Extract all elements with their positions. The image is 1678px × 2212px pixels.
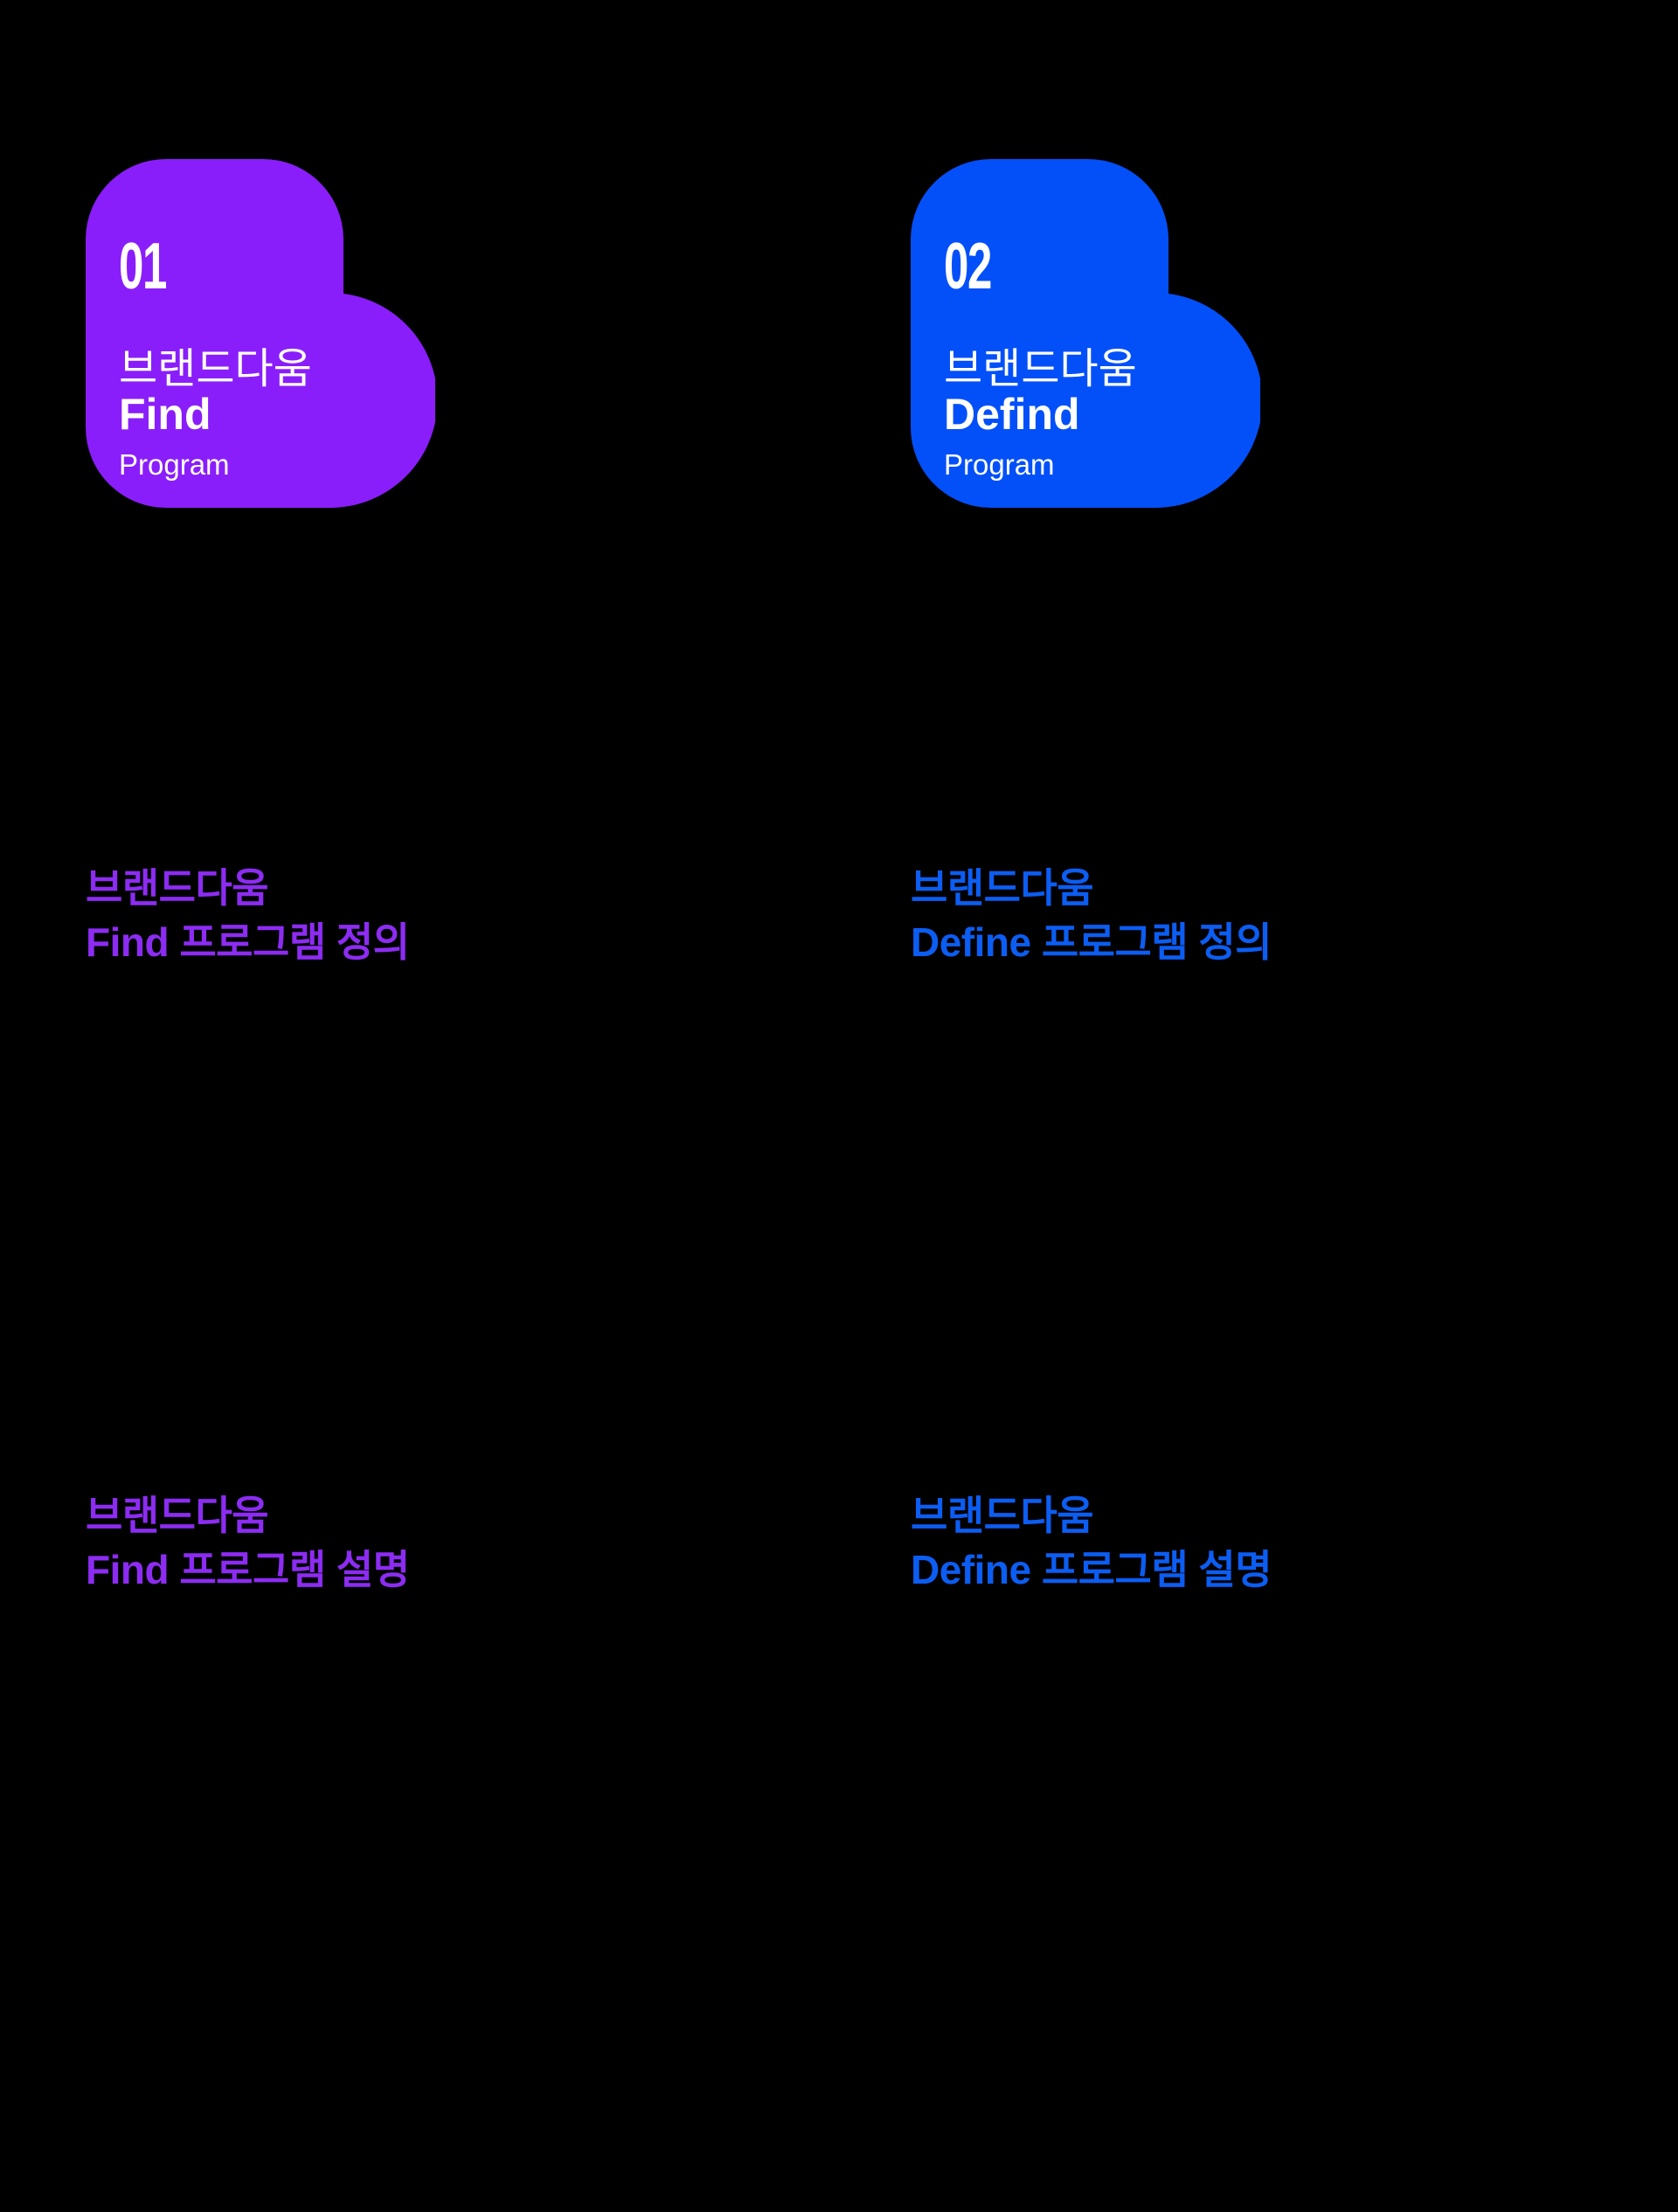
blob-path-define [911,159,1260,508]
blob-shape-define [911,159,1260,508]
heading-find-definition: 브랜드다움 Find 프로그램 정의 [86,861,410,969]
card-subtitle: Program [119,448,230,481]
heading-line2: Define 프로그램 설명 [911,1547,1272,1592]
heading-line2: Find 프로그램 설명 [86,1547,410,1592]
card-kr-title: 브랜드다움 [119,346,312,392]
card-en-title: Defind [944,390,1080,439]
blob-path-find [86,159,435,508]
heading-define-definition: 브랜드다움 Define 프로그램 정의 [911,861,1272,969]
heading-line1: 브랜드다움 [911,865,1094,911]
heading-line1: 브랜드다움 [911,1493,1094,1538]
heading-line2: Find 프로그램 정의 [86,919,410,965]
card-en-title: Find [119,390,211,439]
heading-line1: 브랜드다움 [86,865,269,911]
card-kr-title: 브랜드다움 [944,346,1137,392]
heading-define-description: 브랜드다움 Define 프로그램 설명 [911,1488,1272,1597]
card-number: 01 [119,229,167,302]
heading-line1: 브랜드다움 [86,1493,269,1538]
heading-line2: Define 프로그램 정의 [911,919,1272,965]
program-card-define: 02 브랜드다움 Defind Program [911,159,1260,508]
card-subtitle: Program [944,448,1055,481]
card-number: 02 [944,229,992,302]
program-card-find: 01 브랜드다움 Find Program [86,159,435,508]
heading-find-description: 브랜드다움 Find 프로그램 설명 [86,1488,410,1597]
blob-shape-find [86,159,435,508]
